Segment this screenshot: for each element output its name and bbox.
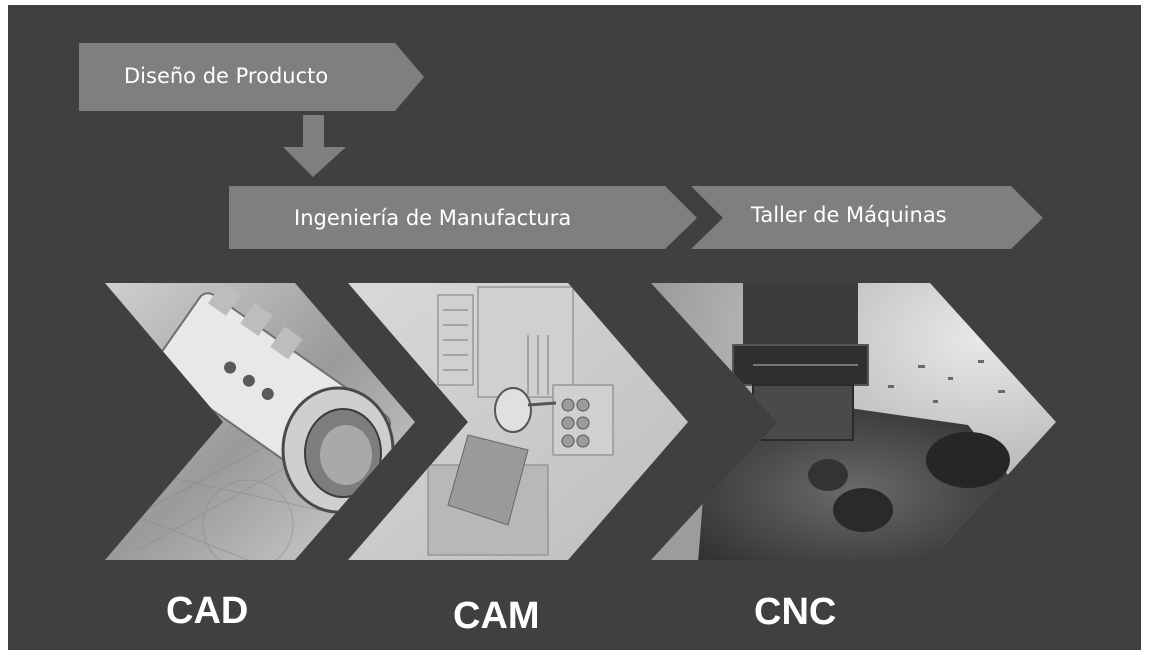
product-design-arrow (79, 43, 424, 111)
process-slide: Diseño de Producto Ingeniería de Manufac… (8, 5, 1141, 650)
machine-shop-arrow (691, 186, 1043, 249)
manufacturing-engineering-arrow (229, 186, 697, 249)
cam-label: CAM (453, 595, 540, 637)
down-arrow-icon (283, 115, 346, 177)
cad-label: CAD (166, 590, 249, 632)
manufacturing-engineering-label: Ingeniería de Manufactura (294, 206, 572, 230)
cnc-label: CNC (754, 591, 837, 633)
process-diagram (79, 43, 1056, 560)
cnc-image (651, 283, 1056, 560)
machine-shop-label: Taller de Máquinas (751, 203, 947, 227)
product-design-label: Diseño de Producto (124, 64, 329, 88)
cad-image (105, 283, 415, 560)
